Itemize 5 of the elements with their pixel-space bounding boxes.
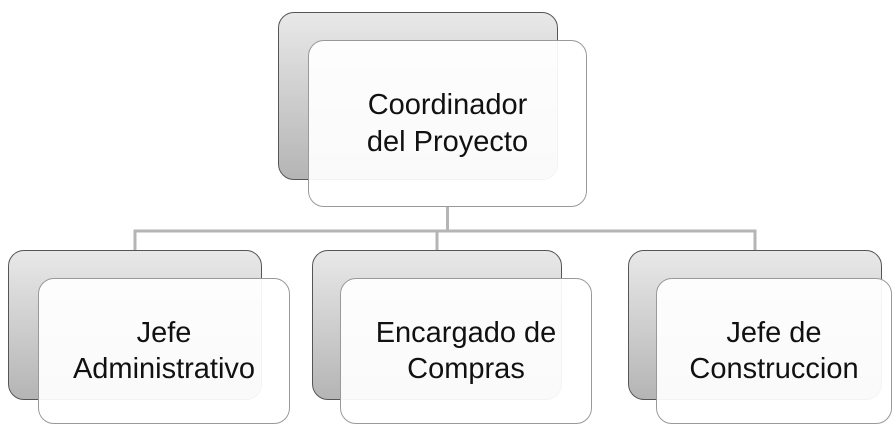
role-title: Coordinador del Proyecto: [366, 88, 530, 160]
role-title: Encargado de Compras: [374, 316, 558, 387]
connector-line: [446, 207, 756, 250]
role-title: Jefe Administrativo: [72, 316, 256, 387]
role-title: Jefe de Construccion: [688, 316, 860, 387]
